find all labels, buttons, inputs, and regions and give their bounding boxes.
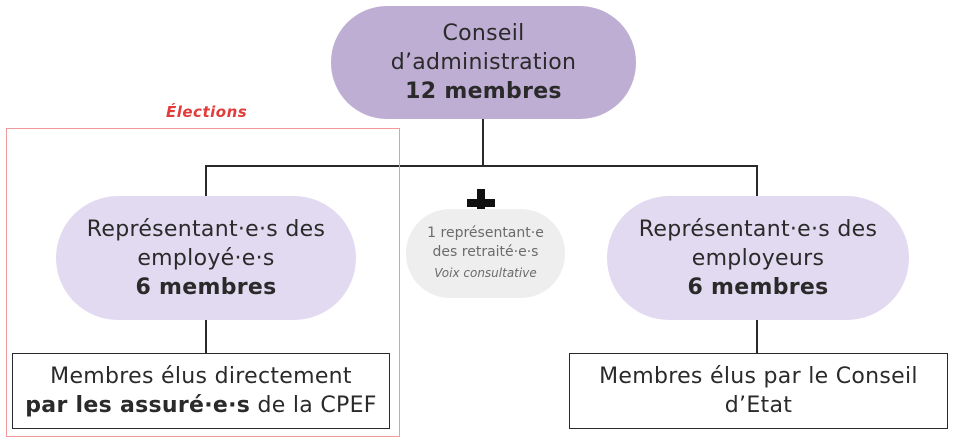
retirees-node: 1 représentant·e des retraité·e·s Voix c… bbox=[406, 209, 565, 298]
retirees-node-line2: des retraité·e·s bbox=[432, 244, 539, 260]
board-node-count: 12 membres bbox=[405, 79, 562, 104]
employers-node: Représentant·e·s des employeurs 6 membre… bbox=[607, 196, 909, 320]
board-node: Conseil d’administration 12 membres bbox=[331, 6, 636, 119]
employers-node-count: 6 membres bbox=[687, 274, 829, 300]
connector-top-vertical bbox=[482, 119, 484, 166]
board-node-line1: Conseil bbox=[442, 21, 525, 46]
retirees-node-line1: 1 représentant·e bbox=[427, 225, 544, 241]
elections-frame bbox=[6, 128, 400, 437]
employees-node-count: 6 membres bbox=[135, 274, 277, 300]
employers-election-line1: Membres élus par le Conseil bbox=[599, 364, 918, 389]
employees-election-line2: par les assuré·e·s de la CPEF bbox=[25, 391, 376, 420]
employees-election-line1: Membres élus directement bbox=[50, 364, 352, 389]
employees-election-rest: de la CPEF bbox=[250, 393, 377, 418]
employers-node-line1: Représentant·e·s des bbox=[638, 216, 878, 242]
connector-right-vertical bbox=[756, 165, 758, 197]
employees-node-line2: employé·e·s bbox=[137, 245, 275, 271]
board-node-line2: d’administration bbox=[390, 50, 577, 75]
retirees-node-note: Voix consultative bbox=[434, 266, 537, 280]
plus-icon bbox=[467, 189, 495, 217]
elections-label: Élections bbox=[166, 103, 248, 121]
employees-node-line1: Représentant·e·s des bbox=[86, 216, 326, 242]
employees-election-emphasis: par les assuré·e·s bbox=[25, 393, 251, 418]
employers-election-box: Membres élus par le Conseil d’Etat bbox=[569, 353, 948, 429]
connector-left-vertical bbox=[205, 165, 207, 197]
employers-election-line2: d’Etat bbox=[724, 393, 793, 418]
employees-node: Représentant·e·s des employé·e·s 6 membr… bbox=[56, 196, 356, 320]
connector-left-down bbox=[205, 320, 207, 353]
employees-election-box: Membres élus directement par les assuré·… bbox=[12, 353, 390, 429]
employers-node-line2: employeurs bbox=[691, 245, 825, 271]
connector-right-down bbox=[756, 320, 758, 353]
connector-horizontal bbox=[205, 165, 758, 167]
